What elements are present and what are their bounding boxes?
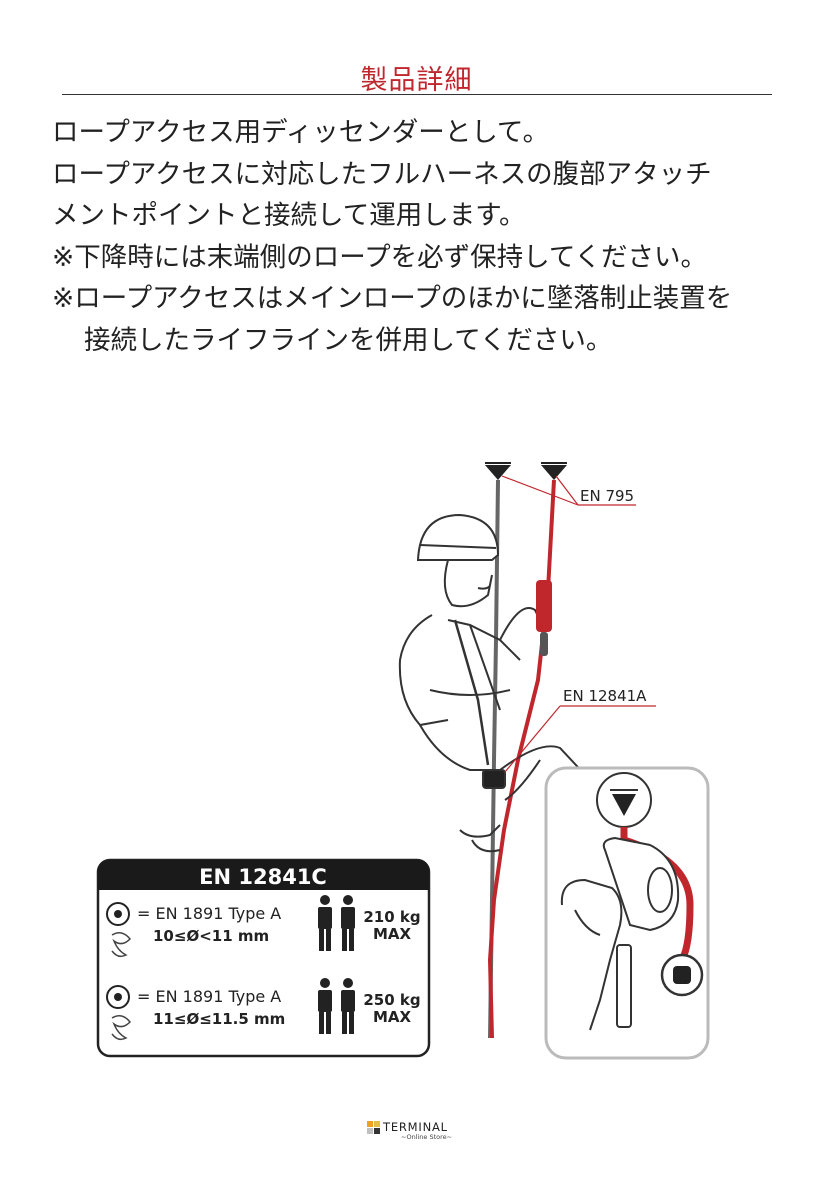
- anchor-icon-right: [541, 462, 567, 480]
- description-line: ※下降時には末端側のロープを必ず保持してください。: [52, 241, 708, 273]
- description-line: 接続したライフラインを併用してください。: [84, 324, 613, 356]
- rope-diameter: 10≤Ø<11 mm: [153, 927, 269, 945]
- spec-header: EN 12841C: [199, 865, 327, 889]
- description-line: メントポイントと接続して運用します。: [52, 200, 526, 231]
- description-line: ロープアクセスに対応したフルハーネスの腹部アタッチ: [52, 158, 712, 190]
- description-line: ロープアクセス用ディッセンダーとして。: [52, 117, 550, 148]
- rope-diameter: 11≤Ø≤11.5 mm: [153, 1010, 285, 1028]
- person-icon: [318, 895, 355, 951]
- rope-type: = EN 1891 Type A: [137, 904, 281, 923]
- max-label: MAX: [373, 1008, 412, 1026]
- description-text: ロープアクセス用ディッセンダーとして。 ロープアクセスに対応したフルハーネスの腹…: [52, 112, 812, 361]
- brand-sub: ~Online Store~: [401, 1133, 452, 1141]
- title-divider: [62, 94, 772, 95]
- brand-name: TERMINAL: [382, 1120, 448, 1134]
- person-icon: [318, 978, 355, 1034]
- climber-figure: [398, 513, 591, 853]
- detail-inset: [544, 766, 710, 1060]
- max-load: 250 kg: [363, 991, 420, 1009]
- label-en12841a: EN 12841A: [563, 687, 647, 705]
- max-label: MAX: [373, 925, 412, 943]
- label-en795: EN 795: [580, 487, 634, 505]
- max-load: 210 kg: [363, 908, 420, 926]
- page-title: 製品詳細: [360, 65, 473, 96]
- rope-type: = EN 1891 Type A: [137, 987, 281, 1006]
- description-line: ※ロープアクセスはメインロープのほかに墜落制止装置を: [52, 283, 733, 314]
- anchor-icon-left: [485, 462, 511, 480]
- brand-logo: TERMINAL ~Online Store~: [365, 1118, 475, 1148]
- rope-coil-icon: [111, 1015, 132, 1041]
- rope-coil-icon: [111, 932, 132, 958]
- spec-panel: EN 12841C = EN 1891 Type A 10≤Ø<11 mm 21…: [96, 858, 431, 1058]
